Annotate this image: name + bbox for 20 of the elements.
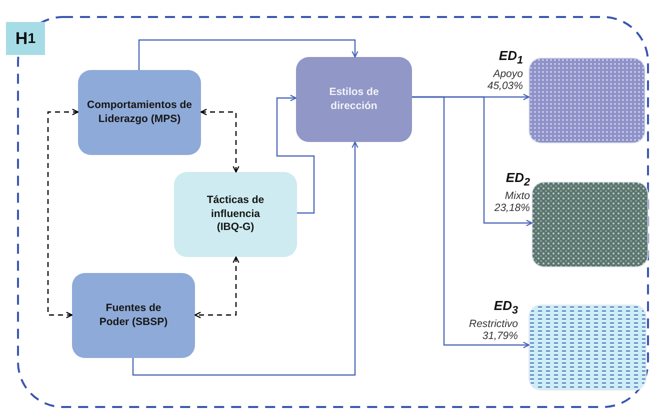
box-label: Fuentes de Poder (SBSP) [98,302,169,330]
box-label: Tácticas de influencia (IBQ-G) [206,194,266,235]
style-code: ED$_{1}$ [498,48,523,68]
percentage: 23,18% [494,202,530,215]
style-name: Mixto [504,190,530,202]
percentage: 31,79% [481,330,518,343]
dashed-arrow [47,108,79,318]
box-label: Estilos de dirección [328,86,380,114]
dashed-arrow [200,108,240,173]
arrow [132,141,358,376]
style-name: Apoyo [492,68,523,80]
style-code: ED$_{2}$ [504,170,530,190]
style-code: ED$_{3}$ [492,298,518,318]
style-name: Restrictivo [468,318,518,330]
arrow [138,39,358,70]
dashed-arrow [194,256,240,318]
percentage: 45,03% [487,80,523,93]
arrow [412,96,530,348]
arrow [276,94,315,214]
box-label: Comportamientos de Liderazgo (MPS) [86,98,193,126]
